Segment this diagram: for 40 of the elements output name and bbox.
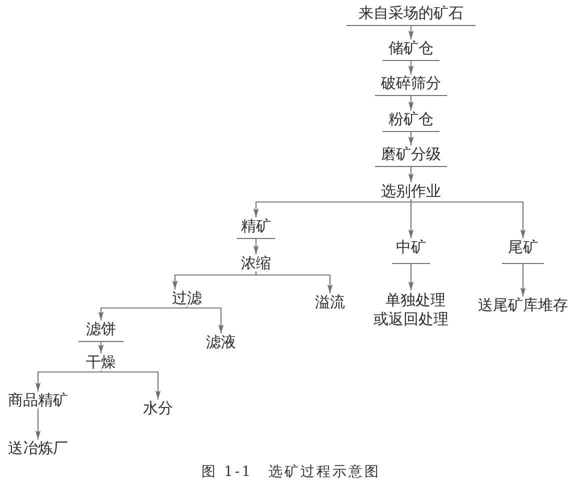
- arrow: [410, 200, 526, 238]
- arrow: [255, 272, 333, 294]
- arrow: [98, 306, 188, 320]
- underlined-label: 精矿: [237, 218, 275, 238]
- arrow: [253, 200, 412, 218]
- arrow: [408, 60, 414, 74]
- underlined-label: 粉矿仓: [382, 110, 440, 132]
- step-label: 浓缩: [241, 254, 271, 272]
- step-label: 送冶炼厂: [8, 440, 68, 456]
- arrow: [520, 264, 526, 296]
- underlined-label: 储矿仓: [382, 40, 440, 60]
- underlined-label: 尾矿: [502, 238, 544, 264]
- underlined-label: 滤饼: [78, 320, 124, 342]
- step-label: 送尾矿库堆存: [478, 296, 568, 314]
- step-label: 过滤: [172, 290, 202, 306]
- step-label: 溢流: [315, 294, 345, 310]
- step-label: 选别作业: [381, 182, 441, 200]
- arrow: [408, 132, 414, 146]
- step-label: 滤液: [206, 334, 236, 350]
- underlined-label: 中矿: [392, 238, 430, 264]
- arrow: [253, 238, 259, 254]
- arrow: [408, 96, 414, 110]
- arrow: [98, 342, 104, 354]
- arrow: [35, 370, 102, 392]
- underlined-label: 来自采场的矿石: [346, 4, 476, 26]
- arrow: [408, 26, 414, 40]
- step-label: 干燥: [86, 354, 116, 370]
- arrow: [408, 166, 414, 182]
- arrow: [186, 306, 224, 334]
- step-label: 单独处理或返回处理: [373, 290, 449, 328]
- step-label: 水分: [143, 400, 173, 416]
- underlined-label: 磨矿分级: [375, 146, 447, 166]
- underlined-label: 破碎筛分: [375, 74, 447, 96]
- arrow: [35, 408, 41, 440]
- arrow: [408, 200, 414, 238]
- arrow: [172, 272, 257, 290]
- arrow: [100, 370, 161, 400]
- figure-caption: 图 1-1 选矿过程示意图: [202, 464, 380, 480]
- step-label: 商品精矿: [8, 392, 68, 408]
- arrow: [408, 264, 414, 290]
